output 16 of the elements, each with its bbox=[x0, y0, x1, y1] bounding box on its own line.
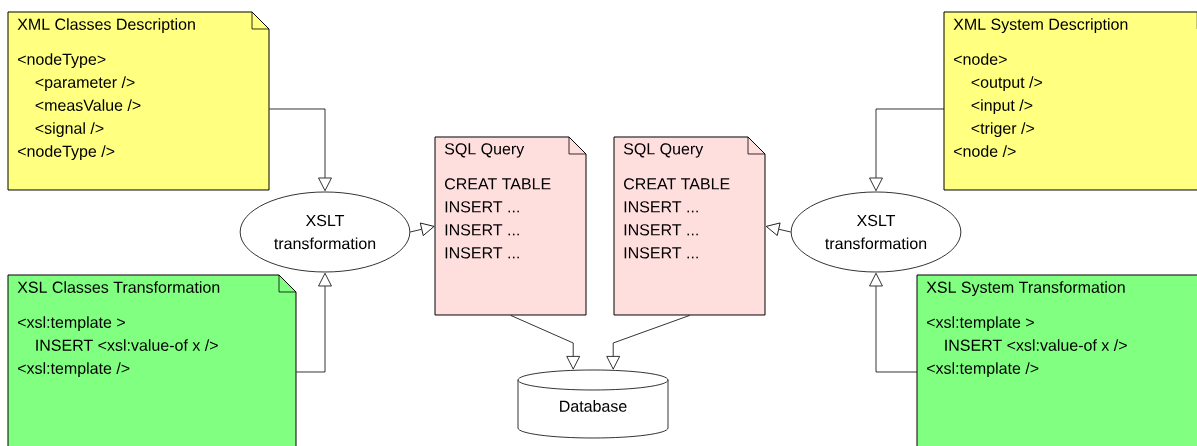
note-box: SQL Query CREAT TABLE INSERT ... INSERT ... INSERT ... bbox=[613, 136, 766, 316]
arrow bbox=[510, 315, 581, 370]
note-box: XSL System Transformation <xsl:template > INSERT <xsl:value-of x /> <xsl:template /> bbox=[916, 274, 1197, 446]
arrow bbox=[296, 272, 332, 373]
note-box: SQL Query CREAT TABLE INSERT ... INSERT ... INSERT ... bbox=[434, 136, 587, 316]
arrow bbox=[869, 108, 945, 192]
node-label: Database bbox=[560, 400, 627, 412]
arrow bbox=[869, 272, 918, 373]
arrow bbox=[409, 222, 435, 236]
note-box: XSL Classes Transformation <xsl:template > INSERT <xsl:value-of x /> <xsl:template /> bbox=[7, 274, 297, 446]
arrow bbox=[269, 108, 332, 192]
arrow bbox=[765, 222, 792, 236]
note-box: XML Classes Description <nodeType> <parameter /> <measValue /> <signal /> <nodeType /> bbox=[7, 11, 270, 191]
note-box: XML System Description <node> <output /> <input /> <triger /> <node /> bbox=[943, 11, 1197, 191]
database-cylinder: Database bbox=[517, 369, 669, 439]
arrow bbox=[606, 315, 691, 370]
